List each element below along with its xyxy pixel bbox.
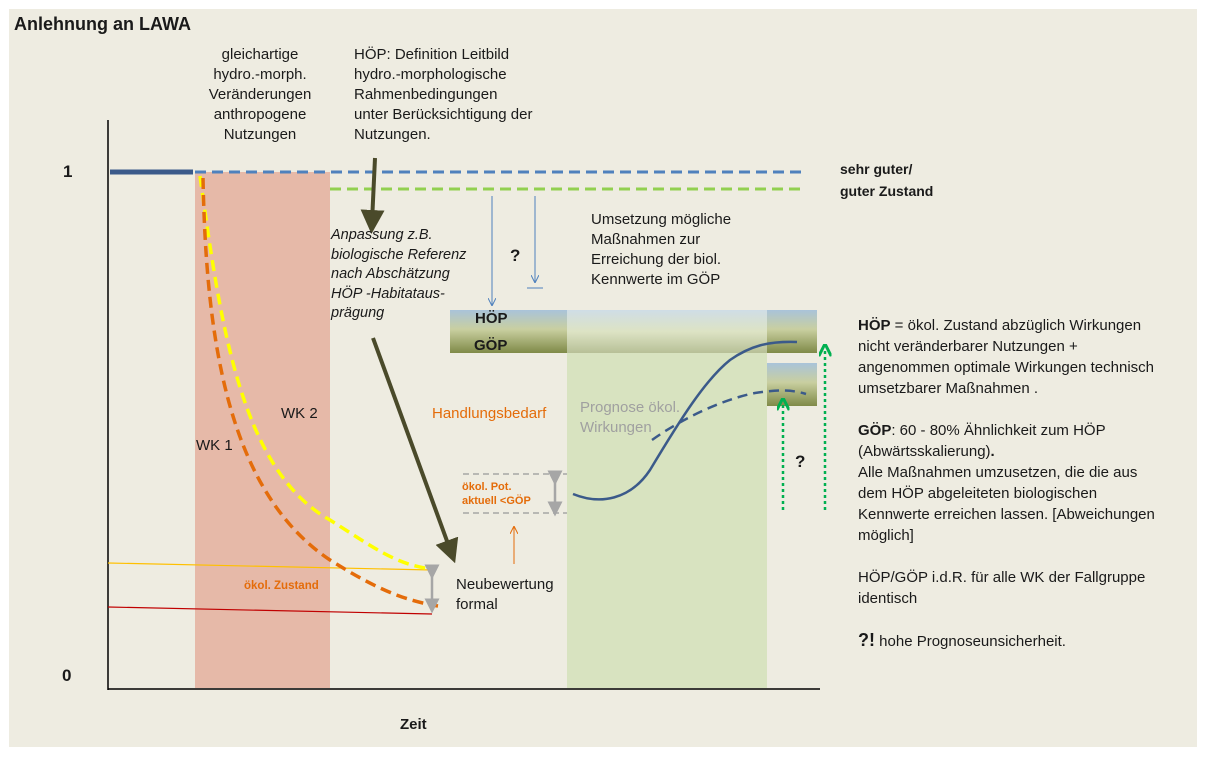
hoep-definition-label: HÖP: Definition Leitbild hydro.-morpholo… [354, 46, 533, 143]
legend-goep-text: : 60 - 80% Ähnlichkeit zum HÖP (Abwärtss… [858, 422, 1106, 460]
state-line-red [107, 606, 433, 615]
legend-goep: GÖP: 60 - 80% Ähnlichkeit zum HÖP (Abwär… [858, 420, 1158, 462]
veraenderungen-label: gleichartige hydro.-morph. Veränderungen… [208, 46, 312, 143]
y-axis-bottom-label: 0 [62, 666, 72, 685]
legend-hoep-text: = ökol. Zustand abzüglich Wirkungen nich… [858, 317, 1154, 397]
handlungsbedarf-label: Handlungsbedarf [432, 405, 547, 422]
prognose-curve-dashed [651, 389, 807, 442]
legend-unsicherheit: ?! hohe Prognoseunsicherheit. [858, 630, 1158, 652]
hoep-goep-band-left [450, 310, 567, 353]
curve-wk2 [198, 175, 433, 571]
oekol-zustand-label: ökol. Zustand [244, 580, 319, 592]
goep-band-label: GÖP [474, 337, 508, 354]
veraenderung-zone [195, 172, 330, 688]
wk2-label: WK 2 [281, 405, 318, 422]
legend-unsicherheit-key: ?! [858, 630, 875, 650]
arrow-anpassung [371, 337, 459, 564]
neubewertung-label: Neubewertung formal [456, 576, 554, 613]
anpassung-label: Anpassung z.B. biologische Referenz nach… [331, 227, 467, 321]
zustand-right-label: sehr guter/ guter Zustand [840, 161, 934, 199]
hoep-goep-band-right [767, 310, 817, 353]
legend-goep-key: GÖP [858, 422, 892, 439]
y-axis-top-label: 1 [63, 162, 73, 181]
hoep-band-label: HÖP [475, 310, 508, 327]
diagram-title: Anlehnung an LAWA [14, 14, 191, 34]
prognose-curve-solid [572, 340, 798, 501]
legend-unsicherheit-text: hohe Prognoseunsicherheit. [875, 633, 1066, 650]
prognose-label: Prognose ökol. Wirkungen [580, 399, 681, 436]
legend-hoep-key: HÖP [858, 317, 891, 334]
question-mark-1: ? [510, 246, 521, 265]
legend-identisch: HÖP/GÖP i.d.R. für alle WK der Fallgrupp… [858, 569, 1146, 607]
arrow-definition [360, 157, 385, 234]
state-line-orange [107, 562, 433, 571]
wk1-label: WK 1 [196, 437, 233, 454]
legend-hoep: HÖP = ökol. Zustand abzüglich Wirkungen … [858, 315, 1158, 399]
legend-goep-dot: . [990, 443, 995, 460]
oekol-pot-label: ökol. Pot. aktuell <GÖP [462, 481, 531, 507]
goep-band-small [767, 363, 817, 406]
curve-wk1 [201, 177, 439, 608]
legend-goep-text2: Alle Maßnahmen umzusetzen, die die aus d… [858, 464, 1155, 544]
umsetzung-label: Umsetzung mögliche Maßnahmen zur Erreich… [591, 211, 732, 288]
x-axis-label: Zeit [400, 716, 427, 733]
question-mark-2: ? [795, 452, 806, 471]
legend-panel: HÖP = ökol. Zustand abzüglich Wirkungen … [858, 315, 1158, 652]
hoep-goep-band-mid [567, 310, 767, 353]
